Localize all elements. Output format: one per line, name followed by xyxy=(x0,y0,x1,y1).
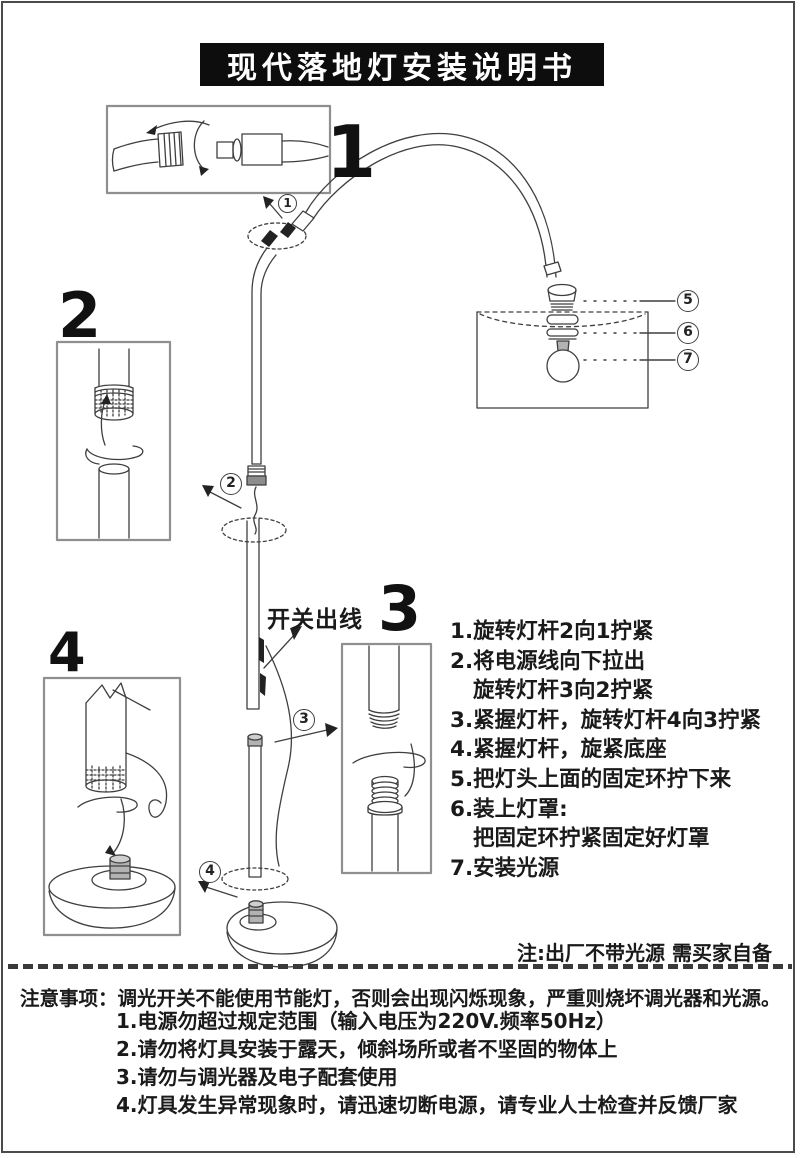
lamp-assembly-diagram xyxy=(42,104,676,968)
dashed-divider xyxy=(8,964,792,969)
callout-1: 1 xyxy=(278,194,297,213)
callout-6: 6 xyxy=(677,322,699,344)
note-text: 注:出厂不带光源 需买家自备 xyxy=(517,941,772,965)
power-cord xyxy=(265,645,293,867)
switch-outlet-label: 开关出线 xyxy=(267,607,363,633)
detail-box-3 xyxy=(340,642,433,875)
base-disc xyxy=(226,900,338,968)
instruction-line: 3.紧握灯杆，旋转灯杆4向3拧紧 xyxy=(450,707,762,733)
arc-tube xyxy=(305,132,562,278)
switch-icon xyxy=(259,637,264,663)
pointer-arrow-icon xyxy=(202,485,214,497)
callout-5: 5 xyxy=(677,290,699,312)
fixing-ring xyxy=(546,328,579,337)
title-bar: 现代落地灯安装说明书 xyxy=(200,43,604,86)
instruction-line: 5.把灯头上面的固定环拧下来 xyxy=(450,766,732,792)
detail-box-2 xyxy=(55,340,172,542)
lamp-shade xyxy=(476,311,649,409)
pointer-arrow-icon xyxy=(325,723,338,737)
lower-pole xyxy=(198,733,289,898)
precaution-item: 2.请勿将灯具安装于露天，倾斜场所或者不坚固的物体上 xyxy=(116,1037,618,1061)
instruction-line: 旋转灯杆3向2拧紧 xyxy=(473,678,654,704)
callout-4: 4 xyxy=(199,861,221,883)
instruction-line: 把固定环拧紧固定好灯罩 xyxy=(473,826,710,852)
lamp-head xyxy=(547,283,577,311)
bulb-icon xyxy=(546,349,580,383)
precaution-item: 3.请勿与调光器及电子配套使用 xyxy=(116,1065,398,1089)
rotate-arrow-icon xyxy=(101,394,111,404)
callout-7: 7 xyxy=(677,349,699,371)
arc-joint-detail xyxy=(247,196,315,250)
instruction-line: 1.旋转灯杆2向1拧紧 xyxy=(450,619,654,644)
precaution-item: 4.灯具发生异常现象时，请迅速切断电源，请专业人士检查并反馈厂家 xyxy=(116,1093,738,1117)
instruction-line: 6.装上灯罩: xyxy=(450,796,568,822)
step-number-4: 4 xyxy=(48,621,86,684)
page-title: 现代落地灯安装说明书 xyxy=(227,50,577,86)
upper-pole xyxy=(202,247,287,543)
callout-3: 3 xyxy=(293,709,315,731)
precaution-item: 1.电源勿超过规定范围（输入电压为220V.频率50Hz） xyxy=(116,1009,616,1033)
main-pole xyxy=(246,518,338,867)
step-number-1: 1 xyxy=(326,110,377,194)
precaution-list: 1.电源勿超过规定范围（输入电压为220V.频率50Hz） 2.请勿将灯具安装于… xyxy=(116,1007,738,1119)
pointer-arrow-icon xyxy=(198,881,210,893)
rotate-arrow-icon xyxy=(105,845,116,856)
instruction-list: 1.旋转灯杆2向1拧紧 2.将电源线向下拉出 旋转灯杆3向2拧紧 3.紧握灯杆，… xyxy=(450,617,761,883)
instruction-line: 7.安装光源 xyxy=(450,855,560,881)
callout-2: 2 xyxy=(220,473,242,495)
step-number-3: 3 xyxy=(378,572,422,645)
pointer-arrow-icon xyxy=(263,196,274,209)
step-number-2: 2 xyxy=(58,279,102,352)
detail-box-1 xyxy=(105,104,332,195)
detail-box-4 xyxy=(42,676,182,937)
pointer-arrow-icon xyxy=(290,626,302,640)
precautions-lead: 注意事项：调光开关不能使用节能灯，否则会出现闪烁现象，严重则烧坏调光器和光源。 xyxy=(20,987,781,1010)
rotate-arrow-icon xyxy=(146,125,157,135)
instruction-line: 2.将电源线向下拉出 xyxy=(450,648,646,674)
callout-leads xyxy=(583,300,676,361)
power-cord xyxy=(125,752,168,818)
instruction-line: 4.紧握灯杆，旋紧底座 xyxy=(450,737,667,763)
rotate-arrow-icon xyxy=(199,166,209,176)
switch-icon xyxy=(260,673,266,696)
